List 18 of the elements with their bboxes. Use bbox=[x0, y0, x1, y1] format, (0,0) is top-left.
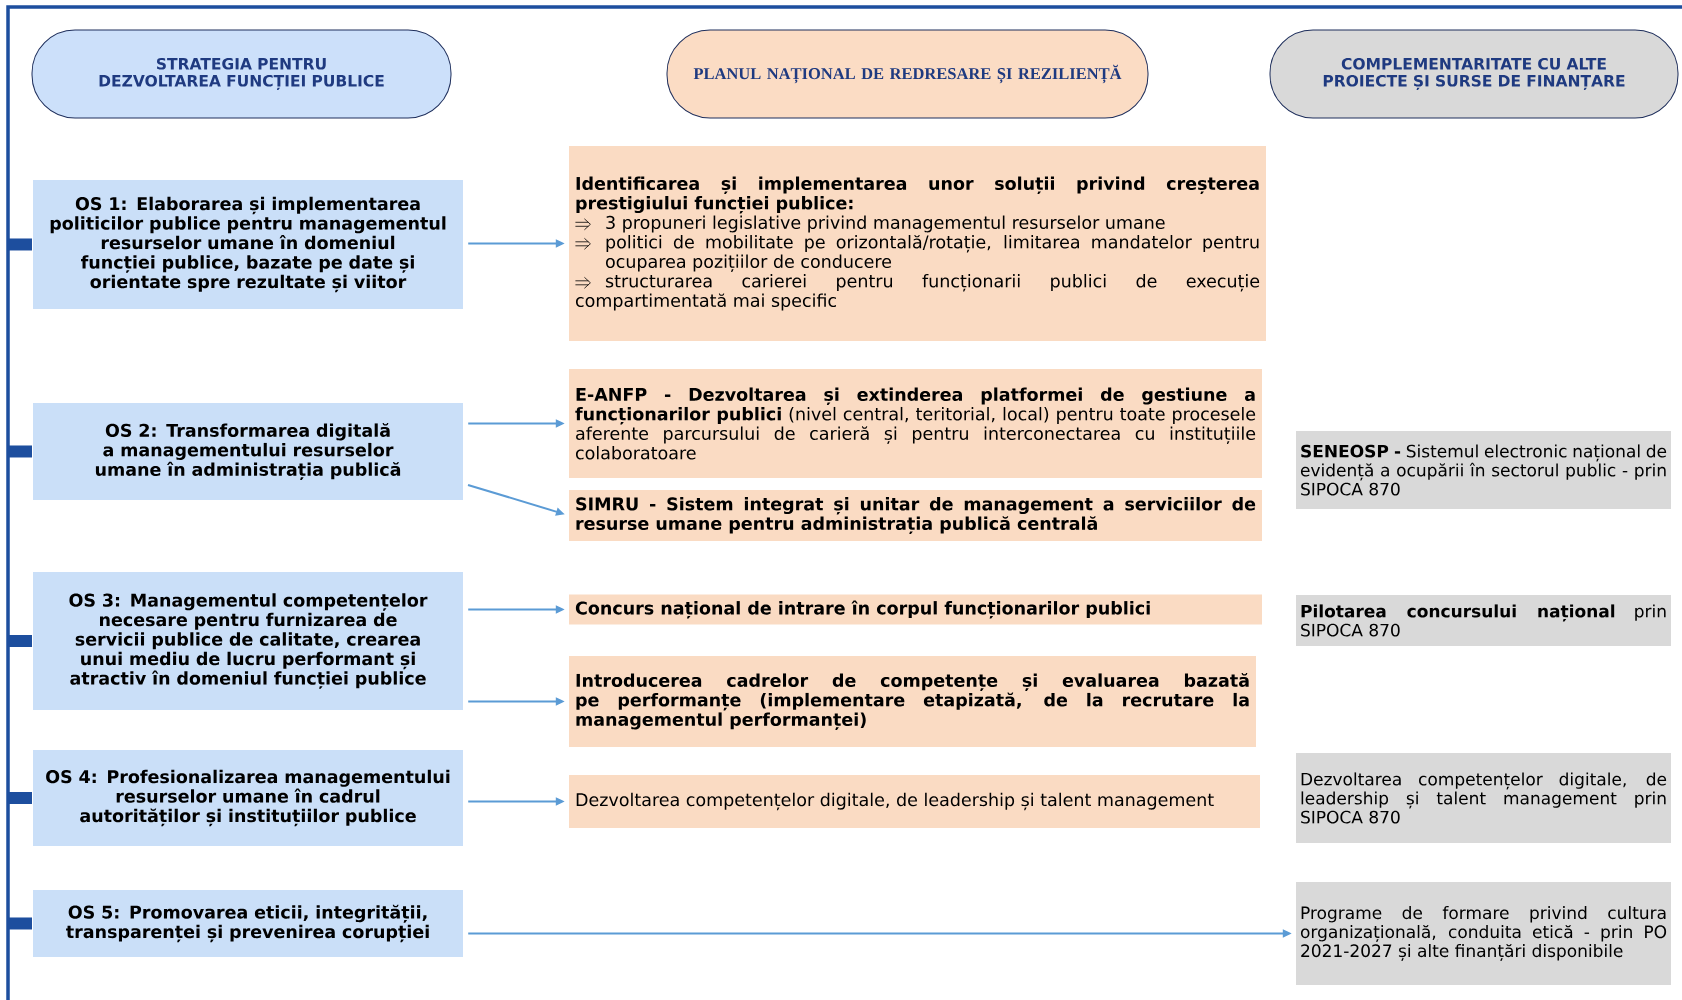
header-pill: STRATEGIA PENTRU DEZVOLTAREA FUNCȚIEI PUBLICE bbox=[31, 29, 452, 119]
objective-box: OS 3: Managementul competențelor necesare pentru furnizarea de servicii publice de calitate, crearea unui mediu de lucru performant și atractiv în domeniul funcției publice bbox=[33, 572, 463, 710]
project-box: SENEOSP - Sistemul electronic național de evidență a ocupării în sectorul public - prin SIPOCA 870 bbox=[1296, 431, 1671, 509]
project-box: Dezvoltarea competențelor digitale, de leadership și talent management prin SIPOCA 870 bbox=[1296, 753, 1671, 843]
objective-box: OS 2: Transformarea digitală a managementului resurselor umane în administrația publică bbox=[33, 403, 463, 500]
measure-box: Introducerea cadrelor de competențe și evaluarea bazată pe performanțe (implementare etapizată, de la recrutare la managementul performanței) bbox=[569, 656, 1256, 747]
objective-box: OS 5: Promovarea eticii, integrității, transparenței și prevenirea corupției bbox=[33, 890, 463, 957]
measure-box: Concurs național de intrare în corpul funcționarilor publici bbox=[569, 594, 1262, 625]
project-box: Pilotarea concursului național prin SIPOCA 870 bbox=[1296, 595, 1671, 646]
header-pill: PLANUL NAȚIONAL DE REDRESARE ȘI REZILIENȚĂ bbox=[666, 29, 1149, 119]
measure-box: E-ANFP - Dezvoltarea și extinderea platformei de gestiune a funcționarilor publici (nivel central, teritorial, local) pentru toate procesele aferente parcursului de carieră și pentru interconectarea cu instituțiile colaboratoare bbox=[569, 369, 1262, 478]
project-box: Programe de formare privind cultura organizațională, conduita etică - prin PO 2021-2027 și alte finanțări disponibile bbox=[1296, 882, 1671, 985]
header-pill: COMPLEMENTARITATE CU ALTE PROIECTE ȘI SURSE DE FINANȚARE bbox=[1269, 29, 1679, 119]
measure-box: SIMRU - Sistem integrat și unitar de management a serviciilor de resurse umane pentru administrația publică centrală bbox=[569, 490, 1262, 541]
measure-box: Dezvoltarea competențelor digitale, de leadership și talent management bbox=[569, 775, 1260, 828]
measure-box: Identificarea și implementarea unor soluții privind creșterea prestigiului funcției publice: 3 propuneri legislative privind managementul resurselor umane politici de mobilitate pe orizontală/rotație, limitarea mandatelor pentru ocuparea pozițiilor de conducere structurarea carierei pentru funcționarii publici de execuție compartimentată mai specific bbox=[569, 146, 1266, 341]
objective-box: OS 4: Profesionalizarea managementului resurselor umane în cadrul autorităților și instituțiilor publice bbox=[33, 750, 463, 846]
objective-box: OS 1: Elaborarea și implementarea politicilor publice pentru managementul resurselor umane în domeniul funcției publice, bazate pe date și orientate spre rezultate și viitor bbox=[33, 180, 463, 309]
